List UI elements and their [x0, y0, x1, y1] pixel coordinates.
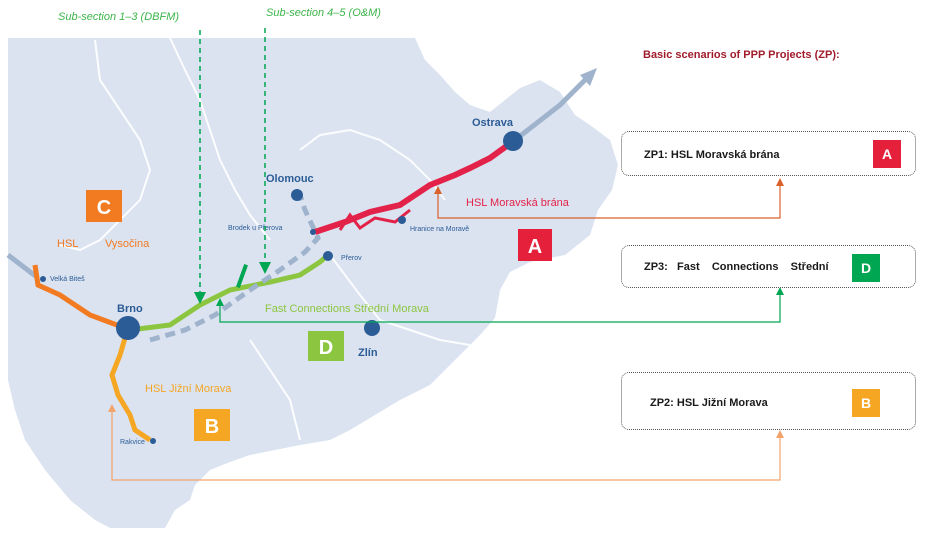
label-subsection-om: Sub-section 4–5 (O&M): [266, 7, 381, 19]
connector-zp1-head: [434, 186, 442, 194]
scenarios-title: Basic scenarios of PPP Projects (ZP):: [643, 49, 840, 61]
map-badge-d: [308, 331, 344, 361]
route-moravska-brana-branch: [338, 208, 411, 231]
label-zlin: Zlín: [358, 347, 378, 359]
map-badge-a: [518, 229, 552, 261]
city-prerov: [323, 251, 333, 261]
label-brno: Brno: [117, 303, 143, 315]
route-dashed-rail: [149, 194, 321, 343]
legend-badge-a: A: [873, 140, 901, 168]
city-brno: [116, 316, 140, 340]
section-boundary-marker: [236, 264, 248, 288]
city-rakvice: [150, 438, 156, 444]
route-arrowhead: [580, 68, 597, 86]
route-fast-connections: [129, 253, 330, 333]
label-moravska-brana: HSL Moravská brána: [466, 197, 570, 209]
route-jizni-morava: [109, 327, 152, 443]
city-brodek: [310, 229, 316, 235]
map-badge-d-label: D: [319, 337, 333, 359]
label-brodek: Brodek u Přerova: [228, 225, 283, 232]
label-jizni-morava: HSL Jižní Morava: [145, 383, 232, 395]
legend-label-zp2: ZP2: HSL Jižní Morava: [650, 397, 768, 409]
label-rakvice: Rakvice: [120, 439, 145, 446]
city-ostrava: [503, 131, 523, 151]
legend-badge-d: D: [852, 254, 880, 282]
label-fast-connections: Fast Connections Střední Morava: [265, 303, 430, 315]
map-badge-c: [86, 190, 122, 222]
label-velka-bites: Velká Biteš: [50, 276, 85, 283]
map-badge-c-label: C: [97, 197, 111, 219]
route-hsl-orange: [32, 264, 126, 331]
legend-badge-b: B: [852, 389, 880, 417]
legend-box-zp2: ZP2: HSL Jižní Morava B: [621, 372, 916, 430]
label-prerov: Přerov: [341, 255, 362, 262]
connector-zp1: [437, 184, 781, 219]
legend-box-zp1: ZP1: HSL Moravská brána A: [621, 131, 916, 176]
connector-zp1-tail: [776, 178, 784, 186]
label-hranice: Hranice na Moravě: [410, 226, 469, 233]
legend-label-zp1: ZP1: HSL Moravská brána: [644, 149, 780, 161]
label-ostrava: Ostrava: [472, 117, 514, 129]
connector-zp2-head: [108, 404, 116, 412]
route-west-grey: [6, 253, 40, 280]
label-olomouc: Olomouc: [266, 173, 314, 185]
dbfm-pointer-arrowhead: [194, 292, 206, 304]
map-badge-a-label: A: [528, 236, 542, 258]
region-land: [8, 38, 618, 528]
region-borders: [59, 37, 471, 441]
label-subsection-dbfm: Sub-section 1–3 (DBFM): [58, 11, 179, 23]
city-zlin: [364, 320, 380, 336]
label-hsl: HSL: [57, 238, 78, 250]
legend-box-zp3: ZP3: Fast Connections Střední D: [621, 245, 916, 288]
city-hranice: [398, 216, 406, 224]
connector-zp3-tail: [776, 287, 784, 295]
connector-zp2: [111, 410, 781, 481]
connector-zp3: [219, 292, 781, 323]
connector-zp3-head: [216, 298, 224, 306]
legend-label-zp3: ZP3: Fast Connections Střední: [644, 261, 829, 273]
map-badge-b-label: B: [205, 416, 219, 438]
city-velka-bites: [40, 276, 46, 282]
city-olomouc: [291, 189, 303, 201]
label-vysocina: Vysočina: [105, 238, 150, 250]
route-arrow-north: [513, 73, 592, 142]
connector-zp2-tail: [776, 430, 784, 438]
om-pointer-arrowhead: [259, 262, 271, 274]
map-badge-b: [194, 409, 230, 441]
